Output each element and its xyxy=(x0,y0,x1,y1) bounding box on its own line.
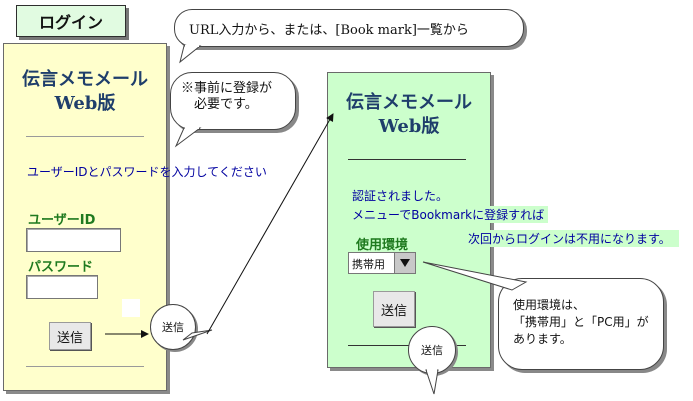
env-info-callout: 使用環境は、 「携帯用」と「PC用」が あります。 xyxy=(498,278,664,370)
login-panel: 伝言メモメール Web版 ユーザーID パスワード 送信 xyxy=(3,43,167,391)
menu-submit-button[interactable]: 送信 xyxy=(373,291,415,327)
submit-bubble-left: 送信 xyxy=(150,304,196,350)
env-label: 使用環境 xyxy=(356,238,409,253)
preregistration-line2: 必要です。 xyxy=(194,97,258,112)
login-brand-line1: 伝言メモメール xyxy=(22,69,148,90)
auth-complete-text: 認証されました。 xyxy=(352,189,449,203)
env-select[interactable]: 携帯用 xyxy=(348,252,416,274)
access-method-callout: URL入力から、または、[Book mark]一覧から xyxy=(174,9,524,47)
user-id-input[interactable] xyxy=(26,228,121,252)
top-callout-tail xyxy=(179,45,202,64)
page-title-tab: ログイン xyxy=(16,5,126,37)
bookmark-note-1: メニューでBookmarkに登録すれば xyxy=(348,206,549,223)
env-info-line1: 使用環境は、 xyxy=(513,298,586,312)
password-label: パスワード xyxy=(28,260,94,275)
login-submit-button[interactable]: 送信 xyxy=(49,322,91,350)
preregistration-callout: ※事前に登録が 必要です。 xyxy=(170,72,296,130)
prereg-callout-tail xyxy=(174,127,202,148)
preregistration-line1: ※事前に登録が xyxy=(181,81,273,96)
menu-divider-top xyxy=(348,159,466,160)
login-instruction: ユーザーIDとパスワードを入力してください xyxy=(27,165,267,179)
right-bubble-tail xyxy=(425,369,439,395)
login-divider-bottom xyxy=(26,366,144,367)
env-callout-tail xyxy=(422,261,528,291)
menu-divider-bottom xyxy=(348,345,466,346)
env-info-line3: あります。 xyxy=(513,332,572,346)
blank-box xyxy=(122,299,140,317)
env-select-value: 携帯用 xyxy=(352,258,385,271)
user-id-label: ユーザーID xyxy=(28,213,96,228)
left-bubble-tail xyxy=(182,329,213,341)
login-divider-top xyxy=(26,136,144,137)
menu-brand-line1: 伝言メモメール xyxy=(346,92,472,113)
transition-arrow xyxy=(206,113,334,335)
login-brand-line2: Web版 xyxy=(54,93,116,114)
menu-brand-line2: Web版 xyxy=(378,116,440,137)
access-method-text: URL入力から、または、[Book mark]一覧から xyxy=(189,22,469,38)
env-info-line2: 「携帯用」と「PC用」が xyxy=(513,315,649,329)
bookmark-note-2: 次回からログインは不用になります。 xyxy=(464,230,679,247)
password-input[interactable] xyxy=(26,275,98,299)
chevron-down-icon[interactable] xyxy=(394,253,415,273)
